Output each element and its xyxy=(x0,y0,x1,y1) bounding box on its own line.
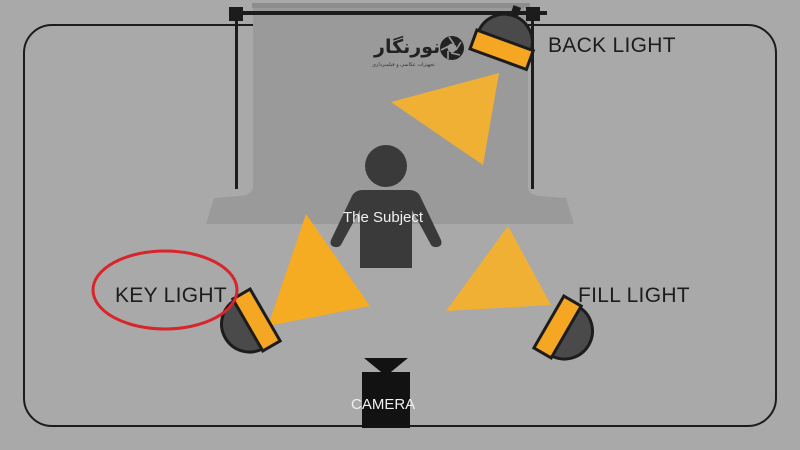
backdrop-roll xyxy=(252,3,530,8)
subject-person-icon xyxy=(330,145,442,268)
backdrop-stand xyxy=(229,7,547,189)
key-light-beam xyxy=(268,214,370,326)
camera-label: CAMERA xyxy=(351,396,416,413)
key-light-lamp-icon xyxy=(220,286,283,354)
logo-tagline: تجهیزات عکاسی و فیلمبرداری xyxy=(372,62,435,68)
camera-icon xyxy=(362,358,410,428)
fill-light-beam xyxy=(446,226,551,311)
backdrop xyxy=(206,5,574,224)
logo-text: نورنگار xyxy=(374,36,441,58)
aperture-logo-icon xyxy=(440,36,464,60)
back-light-lamp-icon xyxy=(468,5,536,72)
key-light-highlight xyxy=(91,249,239,331)
subject-label: The Subject xyxy=(343,209,424,226)
fill-light-lamp-icon xyxy=(531,293,594,361)
fill-light-label: FILL LIGHT xyxy=(578,284,690,307)
key-light-label: KEY LIGHT xyxy=(115,284,228,307)
back-light-beam xyxy=(391,73,499,165)
back-light-label: BACK LIGHT xyxy=(548,34,676,57)
